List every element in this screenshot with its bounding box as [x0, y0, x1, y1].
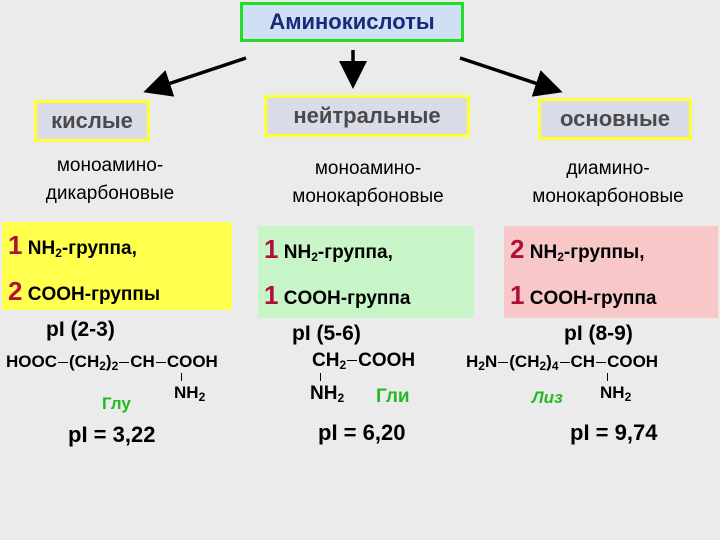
nh2-count-acidic: 1 — [8, 230, 23, 260]
formula-lys-sub: 2 — [478, 359, 485, 373]
formula-gly: CH2 COOH — [312, 350, 415, 372]
formula-gly-nh: NH — [310, 383, 338, 404]
desc-basic: диамино- монокарбоновые — [496, 155, 720, 211]
formula-lys-part: COOH — [607, 352, 659, 371]
pi-value-acidic: pI = 3,22 — [68, 422, 156, 447]
abbrev-lys: Лиз — [532, 388, 563, 407]
desc-neutral: моноамино- монокарбоновые — [250, 155, 486, 211]
abbrev-gly: Гли — [376, 386, 410, 407]
desc-basic-line2: монокарбоновые — [532, 186, 684, 207]
arrows — [143, 50, 563, 97]
category-basic: основные — [538, 98, 692, 140]
formula-lys-nh-idx: 2 — [624, 390, 632, 404]
category-acidic-label: кислые — [51, 108, 133, 133]
category-acidic: кислые — [34, 100, 150, 142]
groups-basic: 2 NH2-группы, 1 COOH-группа — [504, 226, 718, 318]
formula-lys-sub: 2 — [539, 359, 547, 373]
formula-lys-sub: 4 — [551, 359, 559, 373]
cooh-count-basic: 1 — [510, 280, 525, 310]
formula-lys-part: (CH — [509, 352, 540, 371]
nh2-text-neutral: -группа, — [317, 242, 393, 263]
formula-lys-part: N — [484, 352, 498, 371]
desc-neutral-line2: монокарбоновые — [292, 186, 444, 207]
desc-acidic-line1: моноамино- — [56, 155, 164, 176]
formula-lys-part: H — [466, 352, 479, 371]
pi-value-basic: pI = 9,74 — [570, 420, 658, 445]
nh2-count-basic: 2 — [510, 234, 525, 264]
pi-range-acidic: pI (2-3) — [46, 318, 115, 341]
arrow-right — [459, 56, 563, 97]
nh2-count-neutral: 1 — [264, 234, 279, 264]
nh2-index: 2 — [311, 250, 318, 264]
cooh-text-basic: COOH-группа — [529, 288, 657, 309]
groups-neutral: 1 NH2-группа, 1 COOH-группа — [258, 226, 474, 318]
cooh-count-acidic: 2 — [8, 276, 23, 306]
formula-glu-nh-idx: 2 — [198, 390, 206, 404]
arrow-left — [143, 56, 247, 97]
formula-glu-ch: CH — [130, 352, 155, 371]
pi-range-basic: pI (8-9) — [564, 322, 633, 345]
formula-lys-part: ) — [546, 352, 552, 371]
formula-glu-part: HOOC — [6, 352, 57, 371]
desc-acidic-line2: дикарбоновые — [45, 183, 175, 204]
desc-basic-line1: диамино- — [566, 158, 650, 179]
nh2-text-acidic: -группа, — [61, 238, 137, 259]
abbrev-glu: Глу — [102, 394, 131, 413]
formula-gly-part: COOH — [358, 350, 416, 371]
pi-range-neutral: pI (5-6) — [292, 322, 361, 345]
formula-glu-part: (CH — [69, 352, 100, 371]
nh2-label: NH — [283, 242, 312, 263]
nh2-index: 2 — [557, 250, 564, 264]
nh2-text-basic: -группы, — [563, 242, 645, 263]
title-box: Аминокислоты — [240, 2, 464, 42]
cooh-count-neutral: 1 — [264, 280, 279, 310]
cooh-text-acidic: COOH-группы — [27, 284, 161, 305]
formula-lys-nh2: NH2 — [600, 383, 631, 404]
nh2-label: NH — [529, 242, 558, 263]
title-text: Аминокислоты — [269, 9, 435, 34]
desc-acidic: моноамино- дикарбоновые — [10, 152, 210, 208]
formula-glu-nh: NH — [174, 383, 199, 402]
groups-acidic: 1 NH2-группа, 2 COOH-группы — [2, 222, 232, 310]
formula-glu-sub: 2 — [99, 359, 106, 373]
pi-value-neutral: pI = 6,20 — [318, 420, 406, 445]
nh2-index: 2 — [55, 246, 62, 260]
formula-glu-part: COOH — [166, 352, 218, 371]
category-neutral: нейтральные — [264, 95, 470, 137]
formula-gly-part: CH — [312, 350, 340, 371]
category-basic-label: основные — [560, 106, 670, 131]
desc-neutral-line1: моноамино- — [314, 158, 422, 179]
formula-glu-nh2: NH2 — [174, 383, 205, 404]
formula-gly-nh2: NH2 — [310, 383, 344, 405]
category-neutral-label: нейтральные — [293, 103, 441, 128]
nh2-label: NH — [27, 238, 56, 259]
formula-gly-nh-idx: 2 — [337, 391, 345, 405]
formula-glu-sub: 2 — [111, 359, 119, 373]
formula-glu-part: ) — [105, 352, 112, 371]
formula-lys-nh: NH — [600, 383, 625, 402]
formula-gly-sub: 2 — [339, 358, 347, 372]
formula-lys-ch: CH — [570, 352, 596, 371]
cooh-text-neutral: COOH-группа — [283, 288, 411, 309]
